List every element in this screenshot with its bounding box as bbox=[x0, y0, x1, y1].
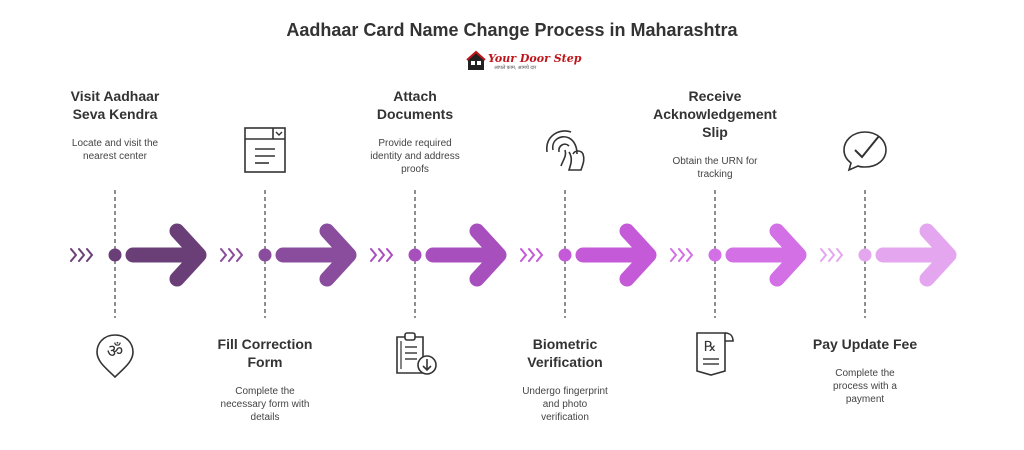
step-description-line: necessary form with bbox=[220, 399, 310, 410]
step-dot bbox=[408, 248, 422, 262]
logo: Your Door Step आपले काम, आमचे दार bbox=[466, 50, 581, 76]
chevron-icon bbox=[820, 248, 827, 262]
step-title-line: Documents bbox=[376, 106, 454, 122]
logo-tagline: आपले काम, आमचे दार bbox=[494, 65, 537, 71]
step-title-line: Form bbox=[247, 354, 283, 370]
step-description-line: nearest center bbox=[83, 151, 147, 162]
form-icon bbox=[244, 127, 286, 173]
house-logo-icon bbox=[466, 50, 486, 70]
step-arrow bbox=[575, 223, 657, 287]
step-dot bbox=[258, 248, 272, 262]
chevron-icon bbox=[378, 248, 385, 262]
step-title-line: Attach bbox=[393, 88, 437, 104]
clipboard-download-icon bbox=[396, 332, 437, 375]
chevron-icon bbox=[228, 248, 235, 262]
svg-text:ॐ: ॐ bbox=[107, 341, 123, 362]
step-description-line: details bbox=[250, 412, 280, 423]
chevron-icon bbox=[678, 248, 685, 262]
chevron-icon bbox=[836, 248, 843, 262]
chevron-icon bbox=[370, 248, 377, 262]
step-description-line: Locate and visit the bbox=[71, 138, 159, 149]
step-description-line: process with a bbox=[833, 381, 897, 392]
step-description: Obtain the URN for tracking bbox=[640, 155, 790, 181]
chevron-icon bbox=[686, 248, 693, 262]
step-description-line: Complete the bbox=[835, 368, 895, 379]
chevron-icon bbox=[670, 248, 677, 262]
step-description-line: identity and address bbox=[370, 151, 460, 162]
chevron-icon bbox=[386, 248, 393, 262]
step-title-line: Receive bbox=[688, 88, 742, 104]
step-title-line: Seva Kendra bbox=[72, 106, 158, 122]
step-description-line: verification bbox=[541, 412, 589, 423]
check-bubble-icon bbox=[843, 131, 887, 172]
step-dot bbox=[858, 248, 872, 262]
step-description: Complete the necessary form with details bbox=[190, 385, 340, 424]
step-title-line: Visit Aadhaar bbox=[70, 88, 160, 104]
step-description-line: proofs bbox=[401, 164, 429, 175]
step-dot bbox=[558, 248, 572, 262]
step-description: Provide required identity and address proo… bbox=[340, 137, 490, 176]
step-arrow bbox=[275, 223, 357, 287]
step-dot bbox=[108, 248, 122, 262]
receipt-icon: ℞ bbox=[696, 332, 734, 376]
chevron-icon bbox=[220, 248, 227, 262]
chevron-icon bbox=[528, 248, 535, 262]
chevron-icon bbox=[520, 248, 527, 262]
step-title-line: Slip bbox=[702, 124, 728, 140]
step-title-line: Pay Update Fee bbox=[812, 336, 918, 352]
step-description-line: tracking bbox=[697, 169, 733, 180]
om-location-pin-icon: ॐ bbox=[96, 334, 134, 379]
step-title-line: Fill Correction bbox=[217, 336, 313, 352]
step-description-line: Complete the bbox=[235, 386, 295, 397]
logo-brand: Your Door Step bbox=[488, 52, 582, 65]
step-description: Complete the process with a payment bbox=[790, 367, 940, 406]
chevron-icon bbox=[86, 248, 93, 262]
chevron-icon bbox=[70, 248, 77, 262]
step-arrow bbox=[725, 223, 807, 287]
chevron-icon bbox=[236, 248, 243, 262]
chevron-icon bbox=[828, 248, 835, 262]
step-title-line: Acknowledgement bbox=[653, 106, 777, 122]
step-title: Pay Update Fee bbox=[790, 335, 940, 353]
step-arrow bbox=[875, 223, 957, 287]
step-dot bbox=[708, 248, 722, 262]
fingerprint-icon bbox=[546, 130, 585, 171]
step-description-line: Obtain the URN for bbox=[672, 156, 758, 167]
step-title-line: Biometric bbox=[532, 336, 598, 352]
svg-text:℞: ℞ bbox=[704, 339, 717, 355]
step-description: Locate and visit the nearest center bbox=[40, 137, 190, 163]
diagram-title: Aadhaar Card Name Change Process in Maha… bbox=[286, 20, 738, 40]
step-description-line: Undergo fingerprint bbox=[522, 386, 608, 397]
step-description: Undergo fingerprint and photo verification bbox=[490, 385, 640, 424]
chevron-icon bbox=[78, 248, 85, 262]
step-description-line: payment bbox=[845, 394, 885, 405]
step-arrow bbox=[125, 223, 207, 287]
step-description-line: and photo bbox=[542, 399, 588, 410]
step-description-line: Provide required bbox=[378, 138, 452, 149]
step-arrow bbox=[425, 223, 507, 287]
chevron-icon bbox=[536, 248, 543, 262]
step-title-line: Verification bbox=[527, 354, 603, 370]
